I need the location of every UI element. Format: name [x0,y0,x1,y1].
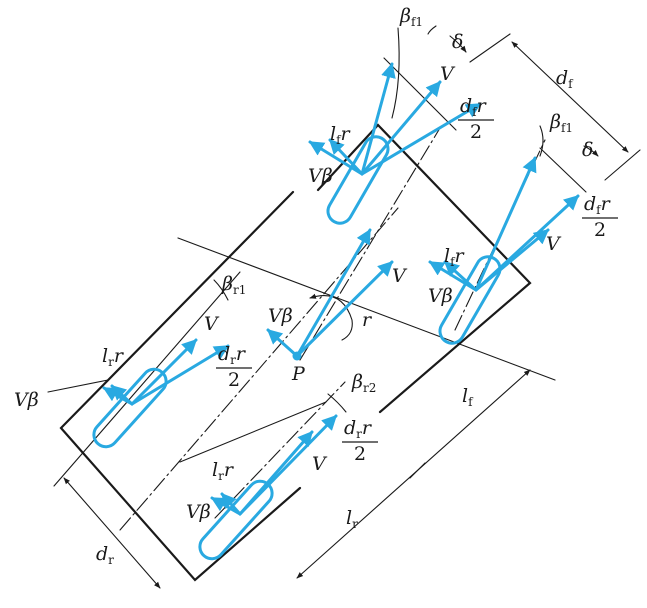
label-df-r-top-denominator: 2 [470,121,482,143]
label-lf-r-top: lfr [330,123,352,147]
labels: βf1 δ df V dfr 2 lfr Vβ βf1 δ dfr 2 V lf… [14,5,618,567]
label-beta-f1-right: βf1 [549,111,573,135]
label-beta-r2: βr2 [351,371,376,395]
label-df-r-right-denominator: 2 [594,219,606,241]
center-lines [119,127,546,531]
wheel-front-right [326,135,390,225]
label-vbeta-front-right: Vβ [308,165,333,187]
center-point-p [292,351,302,361]
label-delta-top: δ [452,31,463,53]
label-d-f: df [556,67,574,91]
label-dr-r-left-denominator: 2 [228,369,240,391]
label-l-f: lf [462,385,474,409]
label-vbeta-front-left: Vβ [428,285,453,307]
label-dr-r-left: drr [218,343,247,367]
label-yaw-rate: r [362,309,373,331]
label-v-rear-left: V [312,453,328,475]
label-lf-r-right: lfr [444,245,466,269]
label-df-r-top: dfr [460,95,488,119]
label-d-r: dr [96,543,114,567]
label-l-r: lr [346,507,358,531]
velocity-vectors [102,62,580,516]
label-v-rear-right: V [204,313,220,335]
wheel-front-left [438,255,502,345]
label-dr-r-right-denominator: 2 [354,443,366,465]
label-beta-f1-top: βf1 [399,5,423,29]
label-vbeta-rear-left: Vβ [186,501,211,523]
wheels [92,135,502,561]
label-vbeta-rear-right: Vβ [14,389,39,411]
label-lr-r-left: lrr [102,345,125,369]
label-df-r-right: dfr [584,193,612,217]
label-dr-r-right: drr [344,417,373,441]
label-delta-right: δ [582,139,593,161]
label-v-front-left: V [546,233,562,255]
label-vbeta-center: Vβ [268,305,293,327]
label-point-p: P [291,363,306,385]
label-v-front-right: V [440,63,456,85]
label-lr-r-bottom: lrr [212,459,235,483]
label-v-center: V [392,265,408,287]
dimension-lines [47,25,641,589]
label-beta-r1: βr1 [221,273,246,297]
